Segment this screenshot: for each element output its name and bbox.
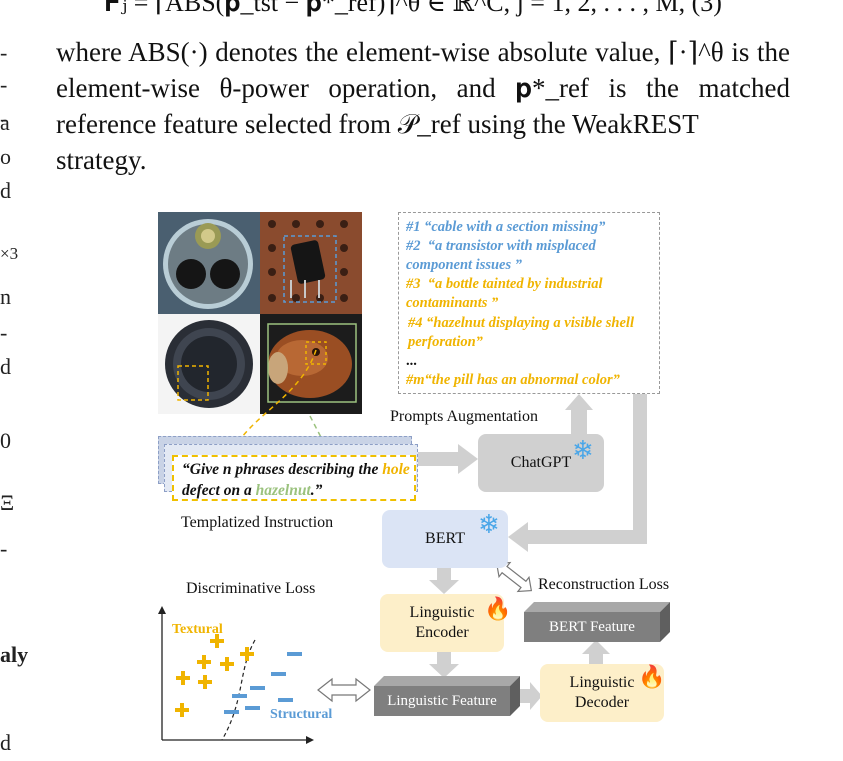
object-word: hazelnut: [255, 482, 311, 499]
templatized-instruction-label: Templatized Instruction: [181, 514, 334, 531]
paragraph-end: strategy.: [56, 145, 147, 175]
fire-icon: 🔥: [638, 664, 666, 689]
linguistic-encoder-box: Linguistic Encoder: [380, 594, 504, 652]
prompt-item: #4 “hazelnut displaying a visible shell …: [408, 315, 634, 350]
cable-image: [158, 212, 260, 314]
linguistic-decoder-box: Linguistic Decoder: [540, 664, 664, 722]
margin-frag: ×3: [0, 244, 19, 263]
linguistic-feature-block: [374, 676, 520, 716]
prompt-ellipsis: ...: [406, 353, 417, 369]
body-paragraph: where ABS(·) denotes the element-wise ab…: [56, 34, 790, 178]
defect-word: hole: [382, 461, 410, 478]
snowflake-icon: ❄: [572, 436, 594, 465]
margin-frag: d: [0, 354, 11, 379]
margin-frag: -: [0, 106, 8, 131]
linguistic-decoder-label: Linguistic Decoder: [569, 674, 635, 711]
prompts-augmentation-label: Prompts Augmentation: [390, 408, 538, 425]
discriminative-loss-label: Discriminative Loss: [186, 580, 316, 597]
bert-feature-block: [524, 602, 670, 642]
margin-frag: -: [0, 536, 8, 561]
transistor-image: [260, 212, 362, 314]
prompt-item: #m“the pill has an abnormal color”: [406, 372, 620, 388]
margin-frag: n: [0, 284, 11, 309]
margin-frag: -: [0, 40, 8, 65]
bert-feature-label: BERT Feature: [549, 618, 635, 635]
margin-frag: -: [0, 320, 8, 345]
chatgpt-label: ChatGPT: [510, 454, 572, 471]
margin-frag: 0: [0, 428, 11, 453]
prompt-item: #3 “a bottle tainted by industrial conta…: [406, 276, 603, 311]
margin-frag: Ξ: [0, 490, 15, 515]
structural-label: Structural: [270, 707, 333, 722]
linguistic-encoder-label: Linguistic Encoder: [409, 604, 475, 641]
chatgpt-box: ChatGPT: [478, 434, 604, 492]
bert-box: BERT: [382, 510, 508, 568]
margin-frag: a: [0, 110, 10, 135]
prompts-list: [398, 212, 660, 394]
margin-frag: -: [0, 72, 8, 97]
bottle-image: [158, 314, 260, 414]
equation-3: 𝐅ⱼ = ⌈ABS(𝐩_tst − 𝐩*_ref)⌉^θ ∈ ℝ^C, j = …: [104, 0, 722, 17]
hazelnut-image: [260, 314, 362, 414]
textural-label: Textural: [172, 622, 223, 637]
fire-icon: 🔥: [484, 596, 512, 621]
snowflake-icon: ❄: [478, 510, 500, 539]
paragraph-text: where ABS(·) denotes the element-wise ab…: [56, 37, 790, 139]
margin-frag: o: [0, 144, 11, 169]
margin-frag: aly: [0, 642, 29, 667]
bert-label: BERT: [425, 530, 465, 547]
margin-frag: d: [0, 178, 11, 203]
linguistic-feature-label: Linguistic Feature: [387, 692, 497, 709]
prompt-item: #1 “cable with a section missing”: [406, 219, 606, 235]
templatized-instruction-box: “Give n phrases describing the hole defe…: [172, 455, 416, 501]
prompt-item: #2 “a transistor with misplaced componen…: [406, 238, 596, 273]
margin-frag: d: [0, 730, 11, 755]
reconstruction-loss-label: Reconstruction Loss: [538, 576, 670, 593]
